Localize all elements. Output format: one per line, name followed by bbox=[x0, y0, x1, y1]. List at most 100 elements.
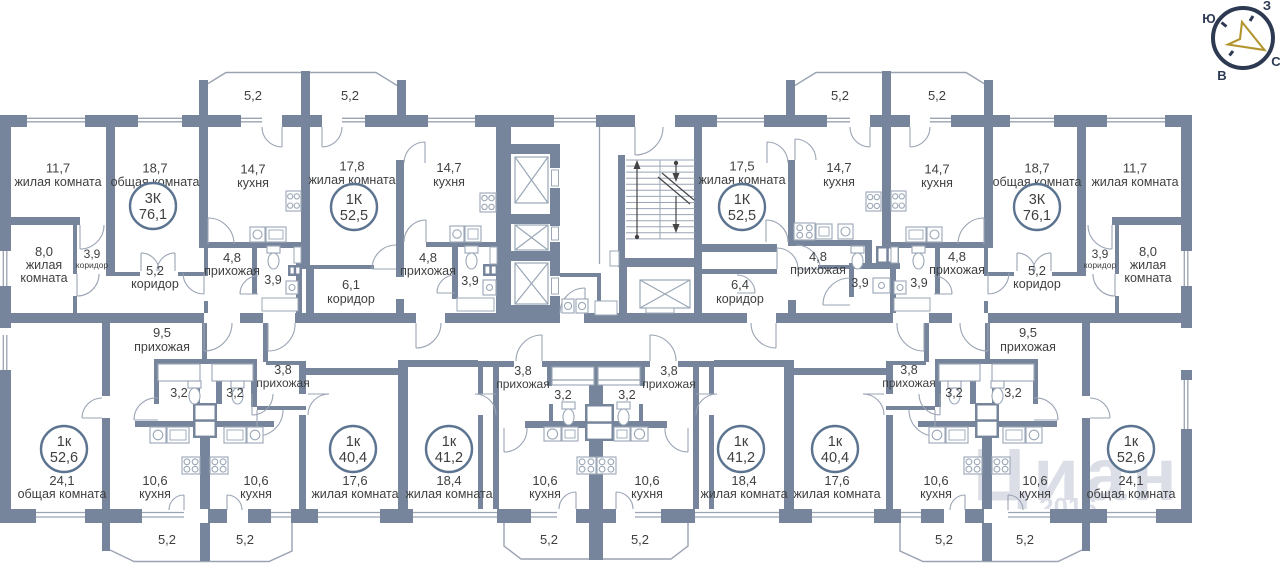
svg-text:10,6: 10,6 bbox=[142, 473, 167, 488]
svg-text:1К: 1К bbox=[734, 192, 751, 208]
svg-text:прихожая: прихожая bbox=[642, 377, 695, 391]
svg-text:1к: 1к bbox=[442, 434, 457, 450]
svg-text:коридор: коридор bbox=[1013, 277, 1061, 291]
svg-text:18,4: 18,4 bbox=[731, 473, 756, 488]
svg-text:5,2: 5,2 bbox=[341, 88, 359, 103]
svg-text:1к: 1к bbox=[57, 434, 72, 450]
svg-text:1к: 1к bbox=[828, 434, 843, 450]
svg-text:прихожая: прихожая bbox=[256, 376, 309, 390]
svg-text:5,2: 5,2 bbox=[928, 88, 946, 103]
svg-text:коридор: коридор bbox=[716, 292, 764, 306]
svg-text:3,9: 3,9 bbox=[84, 247, 101, 261]
svg-text:17,8: 17,8 bbox=[339, 159, 364, 174]
svg-text:общая комната: общая комната bbox=[993, 175, 1082, 189]
svg-text:общая комната: общая комната bbox=[1087, 487, 1176, 501]
svg-text:5,2: 5,2 bbox=[1016, 532, 1034, 547]
svg-text:жилая комната: жилая комната bbox=[700, 487, 787, 501]
svg-text:5,2: 5,2 bbox=[935, 532, 953, 547]
svg-text:кухня: кухня bbox=[921, 176, 953, 190]
svg-text:24,1: 24,1 bbox=[49, 473, 74, 488]
svg-text:комната: комната bbox=[20, 271, 67, 285]
svg-text:10,6: 10,6 bbox=[1022, 473, 1047, 488]
svg-text:3,2: 3,2 bbox=[618, 388, 635, 402]
svg-text:10,6: 10,6 bbox=[634, 473, 659, 488]
svg-text:17,5: 17,5 bbox=[729, 159, 754, 174]
svg-text:коридор: коридор bbox=[1084, 260, 1117, 270]
svg-text:кухня: кухня bbox=[139, 487, 171, 501]
svg-text:14,7: 14,7 bbox=[826, 160, 851, 175]
svg-text:3К: 3К bbox=[145, 191, 162, 207]
svg-text:4,8: 4,8 bbox=[223, 250, 241, 265]
svg-text:6,1: 6,1 bbox=[342, 277, 360, 292]
svg-text:жилая: жилая bbox=[1130, 258, 1166, 272]
svg-text:кухня: кухня bbox=[240, 487, 272, 501]
svg-text:коридор: коридор bbox=[131, 277, 179, 291]
svg-text:общая комната: общая комната bbox=[18, 487, 107, 501]
svg-text:Ю: Ю bbox=[1202, 11, 1215, 26]
svg-text:5,2: 5,2 bbox=[244, 88, 262, 103]
svg-text:40,4: 40,4 bbox=[821, 450, 849, 466]
svg-text:прихожая: прихожая bbox=[929, 263, 985, 277]
svg-text:41,2: 41,2 bbox=[727, 450, 755, 466]
svg-text:5,2: 5,2 bbox=[1028, 263, 1046, 278]
svg-text:3,8: 3,8 bbox=[274, 363, 291, 377]
svg-text:6,4: 6,4 bbox=[731, 277, 749, 292]
svg-text:1к: 1к bbox=[734, 434, 749, 450]
svg-text:3,9: 3,9 bbox=[910, 276, 927, 290]
svg-text:3,2: 3,2 bbox=[226, 386, 243, 400]
svg-text:прихожая: прихожая bbox=[790, 263, 846, 277]
svg-text:10,6: 10,6 bbox=[532, 473, 557, 488]
svg-text:11,7: 11,7 bbox=[1123, 161, 1147, 176]
svg-text:24,1: 24,1 bbox=[1118, 473, 1143, 488]
svg-text:3К: 3К bbox=[1029, 192, 1046, 208]
svg-text:3,8: 3,8 bbox=[900, 363, 917, 377]
svg-text:прихожая: прихожая bbox=[1000, 340, 1056, 354]
svg-text:жилая: жилая bbox=[26, 258, 62, 272]
svg-text:8,0: 8,0 bbox=[35, 244, 53, 259]
svg-text:18,7: 18,7 bbox=[1024, 161, 1049, 176]
svg-text:3,8: 3,8 bbox=[514, 364, 531, 378]
svg-text:кухня: кухня bbox=[631, 487, 663, 501]
svg-text:5,2: 5,2 bbox=[158, 532, 176, 547]
svg-text:прихожая: прихожая bbox=[496, 377, 549, 391]
svg-text:кухня: кухня bbox=[823, 175, 855, 189]
svg-text:3,2: 3,2 bbox=[170, 386, 187, 400]
svg-text:14,7: 14,7 bbox=[240, 162, 265, 177]
svg-text:3,9: 3,9 bbox=[264, 273, 281, 287]
svg-text:40,4: 40,4 bbox=[339, 450, 367, 466]
svg-text:10,6: 10,6 bbox=[923, 473, 948, 488]
svg-text:18,7: 18,7 bbox=[142, 161, 167, 176]
svg-text:9,5: 9,5 bbox=[1019, 325, 1037, 340]
svg-text:кухня: кухня bbox=[237, 176, 269, 190]
svg-text:5,2: 5,2 bbox=[831, 88, 849, 103]
svg-text:18,4: 18,4 bbox=[436, 473, 461, 488]
svg-text:В: В bbox=[1217, 68, 1226, 83]
svg-text:9,5: 9,5 bbox=[153, 325, 171, 340]
svg-text:11,7: 11,7 bbox=[46, 161, 70, 176]
svg-text:1к: 1к bbox=[1124, 434, 1139, 450]
svg-text:1К: 1К bbox=[346, 192, 363, 208]
svg-text:жилая комната: жилая комната bbox=[405, 487, 492, 501]
svg-text:76,1: 76,1 bbox=[1023, 208, 1051, 224]
svg-text:жилая комната: жилая комната bbox=[14, 175, 101, 189]
svg-text:коридор: коридор bbox=[327, 292, 375, 306]
svg-text:8,0: 8,0 bbox=[1139, 244, 1157, 259]
svg-text:17,6: 17,6 bbox=[342, 473, 367, 488]
svg-text:5,2: 5,2 bbox=[236, 532, 254, 547]
svg-text:41,2: 41,2 bbox=[435, 450, 463, 466]
svg-text:5,2: 5,2 bbox=[146, 263, 164, 278]
svg-text:жилая комната: жилая комната bbox=[793, 487, 880, 501]
svg-text:жилая комната: жилая комната bbox=[698, 173, 785, 187]
svg-text:1к: 1к bbox=[346, 434, 361, 450]
svg-text:прихожая: прихожая bbox=[204, 264, 260, 278]
svg-text:10,6: 10,6 bbox=[243, 473, 268, 488]
svg-text:жилая комната: жилая комната bbox=[1091, 175, 1178, 189]
svg-text:4,8: 4,8 bbox=[419, 250, 437, 265]
svg-text:З: З bbox=[1263, 0, 1271, 13]
svg-text:4,8: 4,8 bbox=[809, 249, 827, 264]
svg-text:С: С bbox=[1271, 54, 1280, 69]
svg-text:комната: комната bbox=[1124, 271, 1171, 285]
svg-text:52,5: 52,5 bbox=[340, 208, 368, 224]
svg-text:прихожая: прихожая bbox=[882, 376, 935, 390]
svg-text:5,2: 5,2 bbox=[631, 532, 649, 547]
